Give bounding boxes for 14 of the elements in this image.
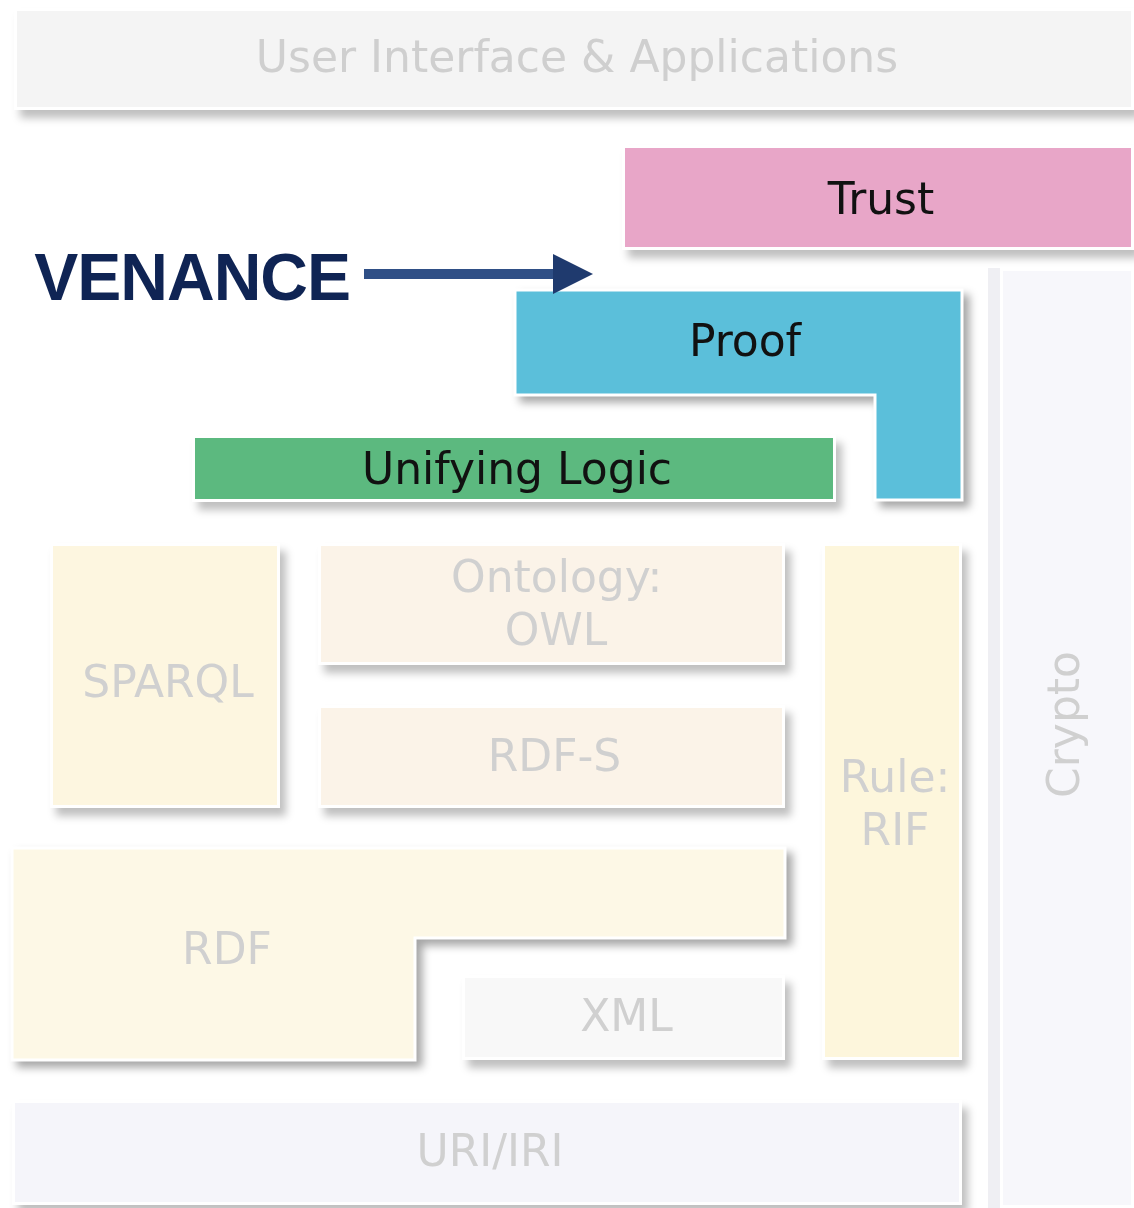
layer-box [50,543,280,808]
layer-box [462,975,785,1060]
layer-box [318,705,785,808]
layer-box [318,543,785,665]
layer-label: Proof [687,315,803,368]
layer-label: Unifying Logic [360,443,674,496]
layer-box [12,1100,962,1205]
layer-box [14,8,1134,110]
heading-text: VENANCE [33,239,350,316]
layer-box [192,435,836,502]
arrow [364,254,593,294]
layer-box [622,145,1134,250]
layer-label: Trust [826,173,936,226]
layer-box [822,543,962,1060]
